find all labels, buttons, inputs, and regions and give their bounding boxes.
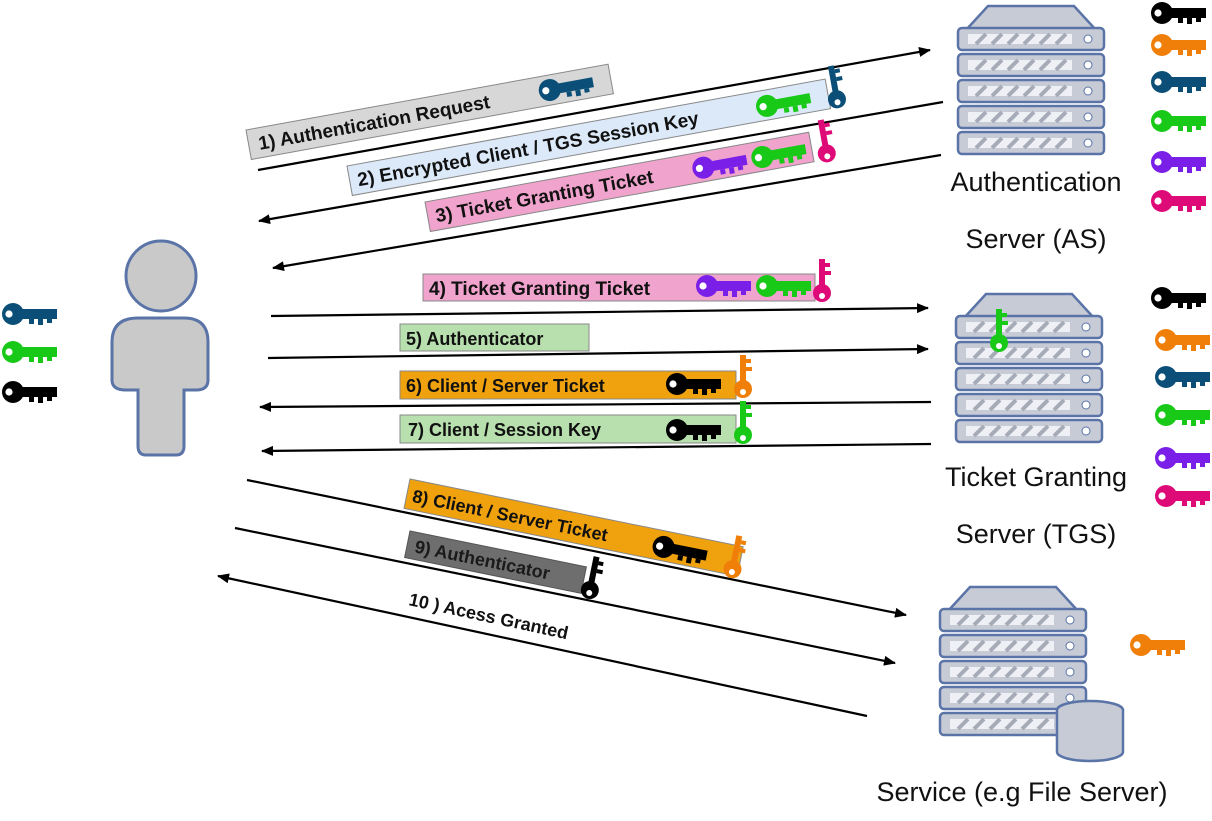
user-keys (2, 303, 57, 403)
orange-key-icon (1151, 34, 1206, 56)
arrow-3 (272, 153, 942, 272)
green-key-icon (1155, 404, 1210, 426)
teal-key-icon (1155, 366, 1210, 388)
message-7-label: 7) Client / Session Key (408, 420, 601, 440)
service-keys (1130, 634, 1185, 656)
arrow-8 (246, 478, 907, 618)
pink-key-icon (1151, 190, 1206, 212)
tgs-server-icon (956, 294, 1102, 442)
as-keys (1151, 2, 1206, 212)
black-key-icon (1151, 287, 1206, 309)
message-4-label: 4) Ticket Granting Ticket (429, 279, 651, 300)
message-5-label: 5) Authenticator (406, 329, 543, 349)
as-label-line2: Server (AS) (965, 224, 1106, 254)
as-server-icon (958, 6, 1104, 154)
database-icon (1055, 699, 1125, 763)
black-key-icon (2, 381, 57, 403)
arrow-10 (217, 573, 868, 718)
arrow-6 (259, 400, 932, 412)
tgs-keys (1151, 287, 1210, 507)
arrow-7 (261, 442, 932, 456)
tgs-label-line1: Ticket Granting (945, 462, 1127, 492)
message-9-label: 9) Authenticator (413, 537, 552, 584)
tgs-label-line2: Server (TGS) (956, 519, 1117, 549)
orange-key-icon (1130, 634, 1185, 656)
black-key-icon (1151, 2, 1206, 24)
message-6: 6) Client / Server Ticket (399, 355, 752, 400)
message-5: 5) Authenticator (399, 309, 1008, 352)
teal-key-icon (1151, 71, 1206, 93)
teal-key-icon (2, 303, 57, 325)
arrow-5 (267, 344, 929, 360)
green-key-icon (1151, 110, 1206, 132)
purple-key-icon (1151, 151, 1206, 173)
green-key-icon (2, 341, 57, 363)
arrow-2 (258, 100, 944, 225)
arrow-1 (257, 47, 931, 172)
as-label-line1: Authentication (950, 167, 1121, 197)
message-6-label: 6) Client / Server Ticket (406, 376, 605, 396)
message-4: 4) Ticket Granting Ticket (422, 259, 831, 302)
user-icon (110, 239, 210, 457)
orange-key-icon (734, 355, 752, 398)
message-7: 7) Client / Session Key (399, 401, 752, 444)
green-key-icon (734, 401, 752, 444)
arrow-4 (270, 303, 929, 318)
pink-key-icon (813, 259, 831, 302)
orange-key-icon (1155, 329, 1210, 351)
arrow-9 (234, 526, 896, 666)
service-label: Service (e.g File Server) (876, 777, 1167, 807)
pink-key-icon (1155, 485, 1210, 507)
purple-key-icon (1155, 447, 1210, 469)
